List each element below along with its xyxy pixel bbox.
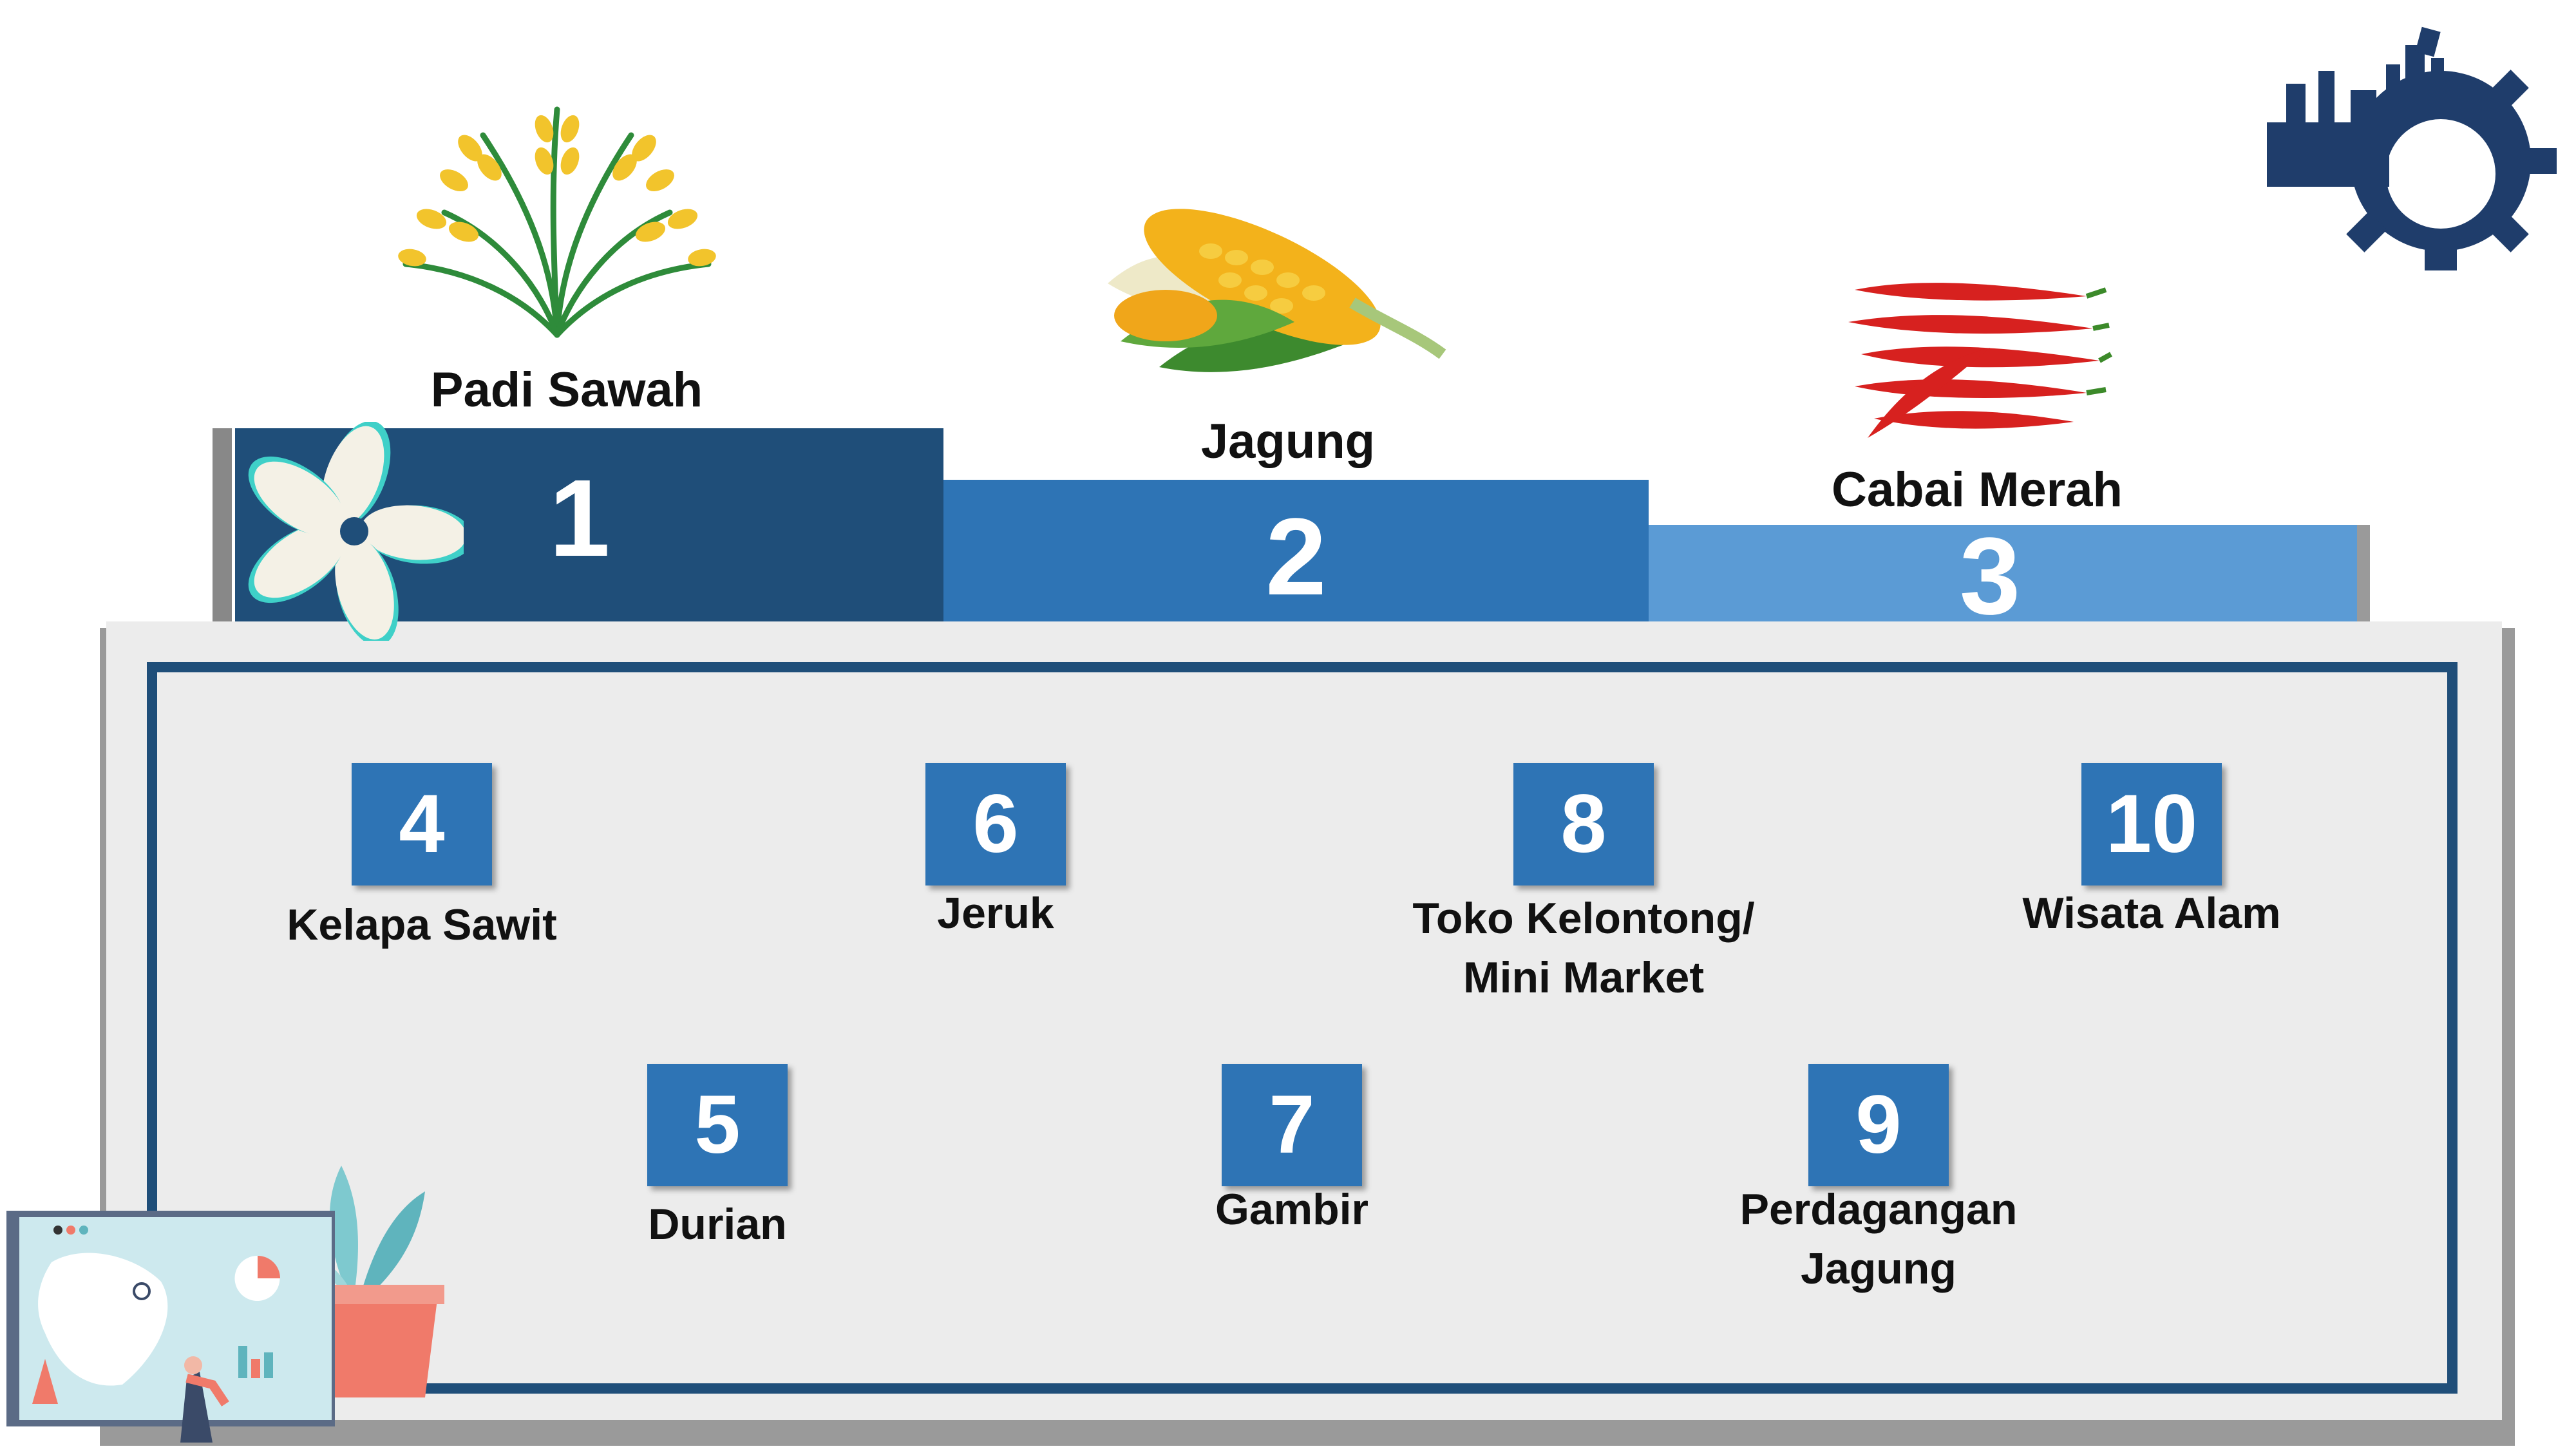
rank-5-label: Durian [648,1200,787,1249]
podium-rank-3-number: 3 [1959,515,2021,638]
main-panel-border [147,662,2458,1394]
map-presentation-illustration [6,1211,335,1443]
rank-8-label-line-2: Mini Market [1463,953,1705,1002]
podium-rank-1-number: 1 [549,457,611,580]
rank-4-label: Kelapa Sawit [287,900,557,949]
rank-7-label: Gambir [1215,1185,1369,1234]
podium-rank-2-number: 2 [1265,496,1327,618]
corn-icon [1108,209,1446,372]
rank-6-label: Jeruk [937,889,1054,938]
rank-9-box: 9 [1808,1064,1949,1186]
podium-shadow-left [213,428,232,621]
rank-8-box: 8 [1513,763,1654,886]
podium-rank-2: 2 [943,480,1649,621]
industry-gear-logo-icon [2267,26,2557,270]
rank-10-label: Wisata Alam [2022,889,2281,938]
rank-10-box: 10 [2081,763,2222,886]
rank-4-box: 4 [352,763,492,886]
rank-9-label-line-1: Perdagangan [1739,1185,2018,1234]
flower-logo-icon [248,422,464,641]
rank-5-box: 5 [647,1064,788,1186]
podium-rank-1-label: Padi Sawah [430,363,703,417]
rank-9-label-line-2: Jagung [1801,1244,1956,1293]
red-chili-icon [1848,283,2112,438]
podium-rank-3: 3 [1649,522,2357,631]
rice-plant-icon [398,106,716,338]
main-panel [106,621,2502,1420]
rank-8-label-line-1: Toko Kelontong/ [1412,894,1755,943]
podium-rank-2-label: Jagung [1200,414,1376,469]
rank-6-box: 6 [925,763,1066,886]
rank-7-box: 7 [1222,1064,1362,1186]
podium-rank-3-label: Cabai Merah [1832,462,2123,517]
